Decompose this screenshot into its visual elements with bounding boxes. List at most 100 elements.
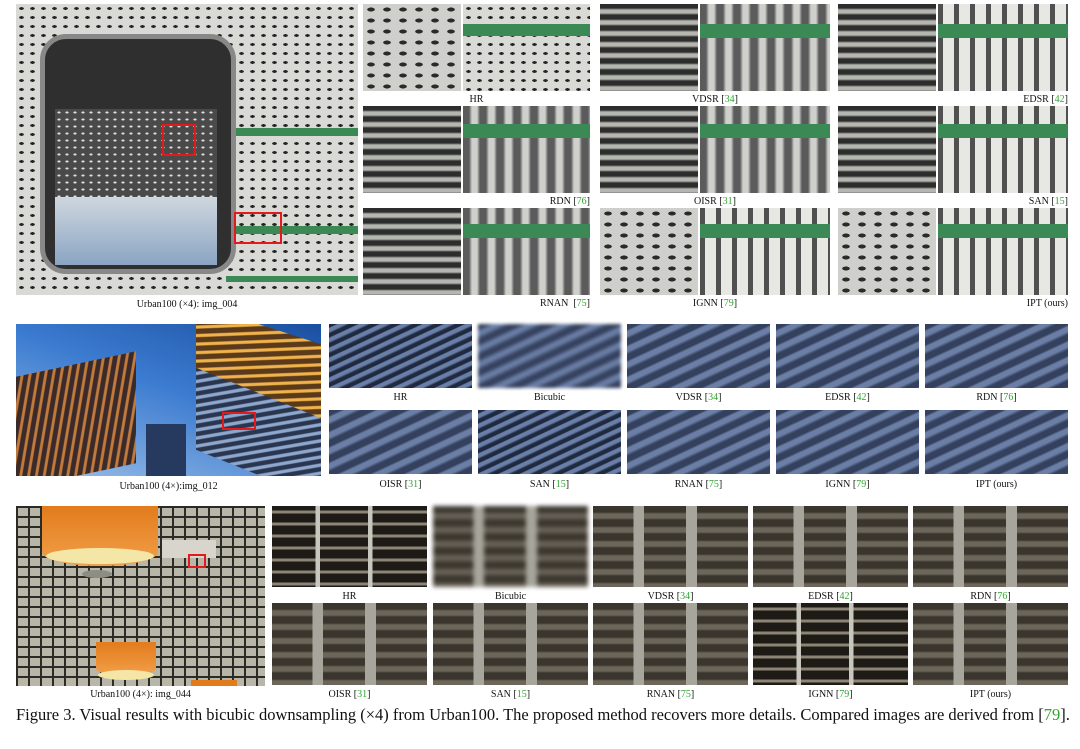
method-name: EDSR	[825, 392, 851, 403]
citation: 15	[555, 479, 566, 490]
panel-label: RDN [76]	[970, 591, 1011, 602]
method-name: RDN	[976, 392, 998, 403]
panel-label: VDSR [34]	[647, 591, 694, 602]
panel-label: SAN [15]	[529, 479, 570, 490]
panel-label: IPT (ours)	[913, 689, 1068, 701]
citation: 31	[722, 196, 733, 207]
panel-image	[600, 4, 830, 91]
panel-label: RNAN [75]	[539, 298, 590, 309]
method-name: Bicubic	[533, 392, 566, 403]
panel-image	[776, 324, 919, 388]
panel-image	[600, 208, 830, 295]
citation: 34	[680, 591, 691, 602]
citation: 75	[576, 298, 587, 309]
panel-image	[272, 506, 427, 587]
panel-image	[838, 4, 1068, 91]
citation: 42	[839, 591, 850, 602]
citation: 76	[576, 196, 587, 207]
panel-label: VDSR [34]	[692, 94, 738, 105]
method-name: SAN	[529, 479, 550, 490]
method-name: RNAN	[674, 479, 704, 490]
panel-label: VDSR [34]	[675, 392, 722, 403]
citation: 42	[856, 392, 867, 403]
panel-label: IGNN [79]	[692, 298, 738, 309]
panel-label: EDSR [42]	[808, 591, 853, 602]
panel-image	[913, 506, 1068, 587]
row2-main-image	[16, 324, 321, 476]
panel-image	[593, 603, 748, 685]
panel-image	[478, 324, 621, 388]
citation: 34	[724, 94, 735, 105]
row3-main-image	[16, 506, 265, 686]
method-name: EDSR	[808, 591, 834, 602]
citation: 76	[997, 591, 1008, 602]
panel-image	[329, 410, 472, 474]
citation: 31	[357, 689, 368, 700]
highlight-box	[162, 124, 196, 156]
panel-label: IPT (ours)	[925, 479, 1068, 491]
method-name: HR	[393, 392, 408, 403]
panel-label: RNAN [75]	[646, 689, 695, 700]
panel-label: OISR [31]	[328, 689, 371, 700]
citation: 15	[516, 689, 527, 700]
method-name: RNAN	[646, 689, 676, 700]
figure-caption: Figure 3. Visual results with bicubic do…	[16, 705, 1070, 724]
panel-label: EDSR [42]	[1023, 94, 1068, 105]
caption-end: .	[1065, 705, 1070, 724]
highlight-box	[234, 212, 282, 244]
panel-label: SAN [15]	[1028, 196, 1068, 207]
method-name: IGNN	[808, 689, 834, 700]
caption-text: Figure 3. Visual results with bicubic do…	[16, 705, 1039, 724]
method-name: RDN	[970, 591, 992, 602]
citation: 31	[408, 479, 419, 490]
panel-image	[925, 410, 1068, 474]
panel-image	[600, 106, 830, 193]
method-name: OISR	[328, 689, 352, 700]
panel-image	[329, 324, 472, 388]
highlight-box	[188, 554, 206, 568]
panel-image	[627, 410, 770, 474]
panel-label: Bicubic	[478, 392, 621, 404]
panel-image	[753, 506, 908, 587]
panel-image	[838, 208, 1068, 295]
method-name: SAN	[1028, 196, 1049, 207]
row3-main-label: Urban100 (4×): img_044	[90, 689, 191, 700]
panel-image	[925, 324, 1068, 388]
method-name: Bicubic	[494, 591, 527, 602]
panel-label: EDSR [42]	[825, 392, 870, 403]
panel-image	[753, 603, 908, 685]
panel-label: IPT (ours)	[838, 298, 1068, 310]
citation: 79	[856, 479, 867, 490]
citation: 34	[708, 392, 719, 403]
panel-image	[478, 410, 621, 474]
panel-label: IGNN [79]	[808, 689, 853, 700]
highlight-box	[222, 412, 256, 430]
panel-image	[838, 106, 1068, 193]
panel-label: HR	[363, 94, 590, 106]
panel-image	[627, 324, 770, 388]
method-name: RDN	[549, 196, 571, 207]
panel-label: RNAN [75]	[674, 479, 723, 490]
panel-label: RDN [76]	[976, 392, 1017, 403]
panel-label: IGNN [79]	[825, 479, 870, 490]
row1-main-image	[16, 4, 358, 295]
citation: 79	[839, 689, 850, 700]
method-name: VDSR	[647, 591, 675, 602]
citation: 75	[708, 479, 719, 490]
panel-image	[433, 506, 588, 587]
panel-image	[272, 603, 427, 685]
method-name: OISR	[379, 479, 403, 490]
panel-image	[593, 506, 748, 587]
panel-image	[363, 106, 590, 193]
row2-main-label: Urban100 (4×):img_012	[119, 481, 218, 492]
method-name: IGNN	[692, 298, 718, 309]
method-name: OISR	[694, 196, 717, 207]
panel-image	[776, 410, 919, 474]
panel-label: RDN [76]	[549, 196, 590, 207]
method-name: EDSR	[1023, 94, 1049, 105]
method-name: IPT (ours)	[969, 689, 1012, 700]
panel-label: OISR [31]	[379, 479, 422, 490]
citation: 79	[1043, 705, 1061, 724]
citation: 15	[1054, 196, 1065, 207]
citation: 42	[1054, 94, 1065, 105]
